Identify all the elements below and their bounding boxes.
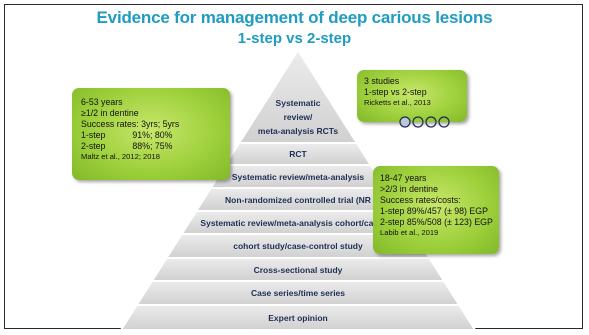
pyramid-level-label: RCT [225, 149, 370, 159]
pyramid-level-label: Systematic review/meta-analysis RCTs [239, 96, 357, 138]
pyramid-level-label-line: Expert opinion [268, 312, 328, 323]
study-ring-icon [438, 116, 450, 128]
callout-top-right-citation: Ricketts et al., 2013 [364, 98, 431, 107]
study-ring-icon [425, 116, 437, 128]
pyramid-level-label-line: Systematic review/meta-analysis [231, 171, 365, 182]
pyramid-level-label-line: Non-randomized controlled trial (NR [225, 194, 371, 205]
callout-bottom-right-line: Success rates/costs: [380, 195, 461, 205]
callout-bottom-right: 18-47 years >2/3 in dentine Success rate… [373, 166, 499, 254]
study-ring-icon [399, 116, 411, 128]
callout-left-line: 2-step 88%; 75% [81, 141, 173, 151]
callout-bottom-right-line: 18-47 years [380, 173, 427, 183]
pyramid-level-label-line: Systematic [275, 98, 321, 108]
callout-bottom-right-line: 1-step 89%/457 (± 98) EGP [380, 206, 489, 216]
slide-subtitle: 1-step vs 2-step [237, 30, 352, 47]
pyramid-level-label-line: meta-analysis RCTs [257, 126, 339, 136]
pyramid-level-label: cohort study/case-control study [167, 241, 430, 251]
pyramid-level-label: Cross-sectional study [152, 265, 444, 275]
callout-top-right-line: 3 studies [364, 76, 400, 86]
pyramid-level-label: Systematic review/meta-analysis [211, 172, 385, 182]
callout-bottom-right-citation: Labib et al., 2019 [380, 228, 439, 237]
pyramid-level-label-line: cohort study/case-control study [233, 241, 363, 251]
pyramid-level-label-line: RCT [289, 149, 307, 159]
pyramid-level-label-line: Cross-sectional study [253, 264, 343, 275]
pyramid-level-label: Systematic review/meta-analysis cohort/c… [182, 218, 415, 228]
pyramid-tier [119, 304, 477, 331]
callout-left-citation: Maltz et al., 2012; 2018 [81, 152, 160, 161]
callout-left-line: 6-53 years [81, 97, 123, 107]
study-rings [399, 116, 450, 128]
pyramid-level-label-line: Systematic review/meta-analysis cohort/c… [200, 217, 396, 228]
callout-bottom-right-line: >2/3 in dentine [380, 184, 438, 194]
study-ring-icon [412, 116, 424, 128]
callout-left-line: ≥1/2 in dentine [81, 108, 139, 118]
callout-bottom-right-line: 2-step 85%/508 (± 123) EGP [380, 217, 493, 227]
callout-left-line: Success rates: 3yrs; 5yrs [81, 119, 180, 129]
callout-top-right-line: 1-step vs 2-step [364, 87, 427, 97]
callout-left: 6-53 years ≥1/2 in dentine Success rates… [72, 88, 230, 180]
callout-left-line: 1-step 91%; 80% [81, 130, 173, 140]
pyramid-level-label: Case series/time series [137, 288, 459, 298]
slide-title: Evidence for management of deep carious … [96, 8, 493, 27]
callout-top-right: 3 studies 1-step vs 2-step Ricketts et a… [357, 70, 467, 122]
pyramid-level-label-line: Case series/time series [250, 288, 346, 298]
pyramid-level-label: Non-randomized controlled trial (NR [196, 195, 400, 205]
pyramid-level-label-line: review/ [283, 112, 313, 122]
pyramid-level-label: Expert opinion [121, 313, 475, 323]
